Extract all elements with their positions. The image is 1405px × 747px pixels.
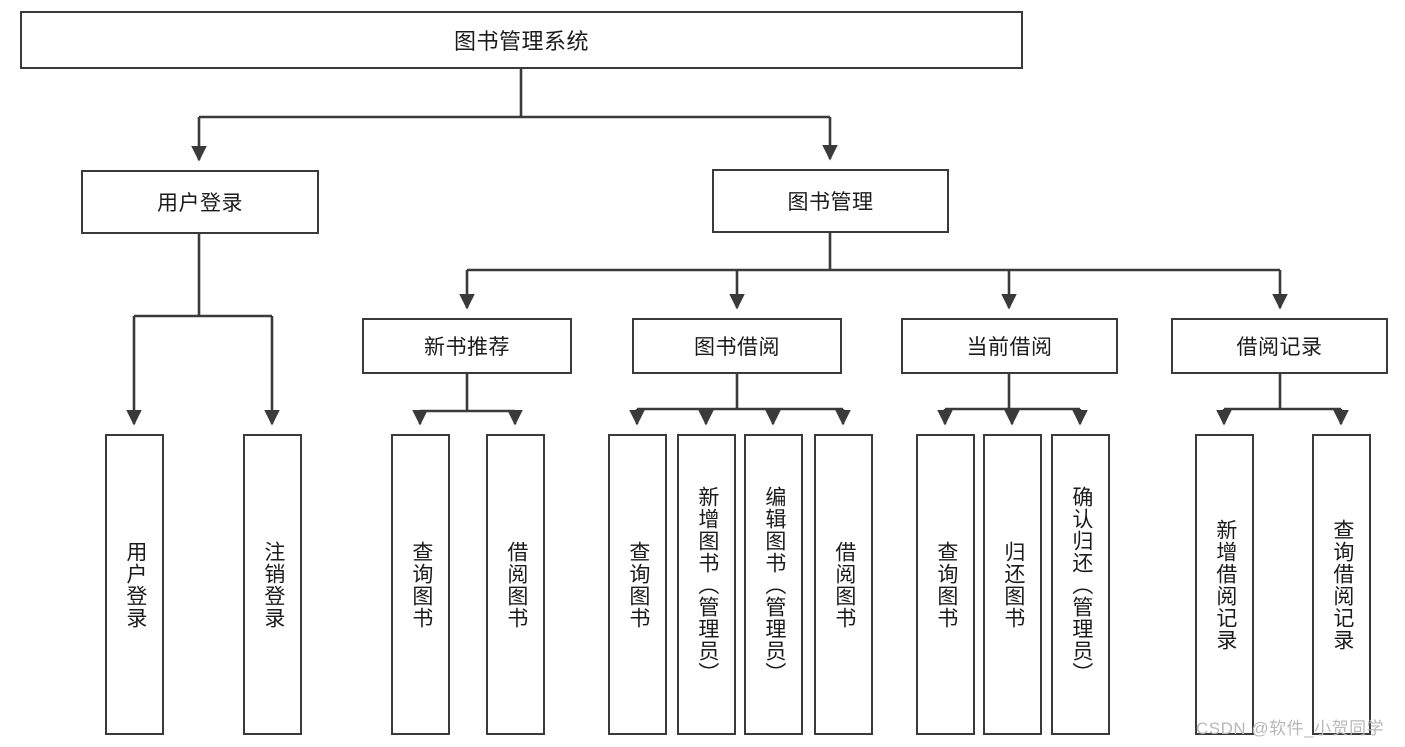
node-leaf-user-login[interactable]: 用户登录 (105, 434, 164, 735)
node-leaf-user-logout[interactable]: 注销登录 (243, 434, 302, 735)
node-user-login-label: 用户登录 (157, 192, 243, 215)
node-leaf-add-book[interactable]: 新增图书（管理员） (677, 434, 736, 735)
node-leaf-label: 查询图书 (934, 540, 958, 629)
node-leaf-borrow-book-1[interactable]: 借阅图书 (486, 434, 545, 735)
node-root-label: 图书管理系统 (453, 29, 589, 54)
node-book-management[interactable]: 图书管理 (712, 169, 949, 233)
node-borrow-record[interactable]: 借阅记录 (1171, 318, 1388, 374)
node-user-login[interactable]: 用户登录 (81, 170, 319, 234)
node-book-borrow[interactable]: 图书借阅 (632, 318, 842, 374)
node-leaf-label: 查询图书 (409, 540, 433, 629)
node-leaf-label: 借阅图书 (504, 540, 528, 629)
node-book-management-label: 图书管理 (787, 191, 874, 214)
node-book-borrow-label: 图书借阅 (694, 336, 780, 359)
node-root-system[interactable]: 图书管理系统 (20, 11, 1023, 69)
node-leaf-label: 归还图书 (1001, 540, 1025, 629)
node-leaf-confirm-return[interactable]: 确认归还（管理员） (1051, 434, 1110, 735)
node-leaf-return-book[interactable]: 归还图书 (983, 434, 1042, 735)
node-new-book-recommend-label: 新书推荐 (424, 336, 510, 359)
node-leaf-label: 注销登录 (261, 540, 285, 629)
node-leaf-query-book-3[interactable]: 查询图书 (916, 434, 975, 735)
node-new-book-recommend[interactable]: 新书推荐 (362, 318, 572, 374)
node-leaf-query-book-2[interactable]: 查询图书 (608, 434, 667, 735)
node-leaf-edit-book[interactable]: 编辑图书（管理员） (744, 434, 803, 735)
node-leaf-borrow-book-2[interactable]: 借阅图书 (814, 434, 873, 735)
csdn-watermark: CSDN @软件_小贺同学 (1196, 719, 1385, 738)
node-leaf-label: 新增借阅记录 (1213, 518, 1237, 651)
node-leaf-label: 编辑图书（管理员） (762, 485, 786, 684)
node-current-borrow[interactable]: 当前借阅 (901, 318, 1118, 374)
node-leaf-query-record[interactable]: 查询借阅记录 (1312, 434, 1371, 735)
node-current-borrow-label: 当前借阅 (966, 336, 1053, 359)
node-leaf-label: 查询图书 (626, 540, 650, 629)
node-leaf-label: 新增图书（管理员） (695, 485, 719, 684)
node-leaf-add-record[interactable]: 新增借阅记录 (1195, 434, 1254, 735)
node-leaf-label: 用户登录 (123, 540, 147, 629)
node-leaf-label: 确认归还（管理员） (1069, 485, 1093, 684)
node-borrow-record-label: 借阅记录 (1236, 336, 1323, 359)
node-leaf-label: 查询借阅记录 (1330, 518, 1354, 651)
node-leaf-label: 借阅图书 (832, 540, 856, 629)
node-leaf-query-book-1[interactable]: 查询图书 (391, 434, 450, 735)
